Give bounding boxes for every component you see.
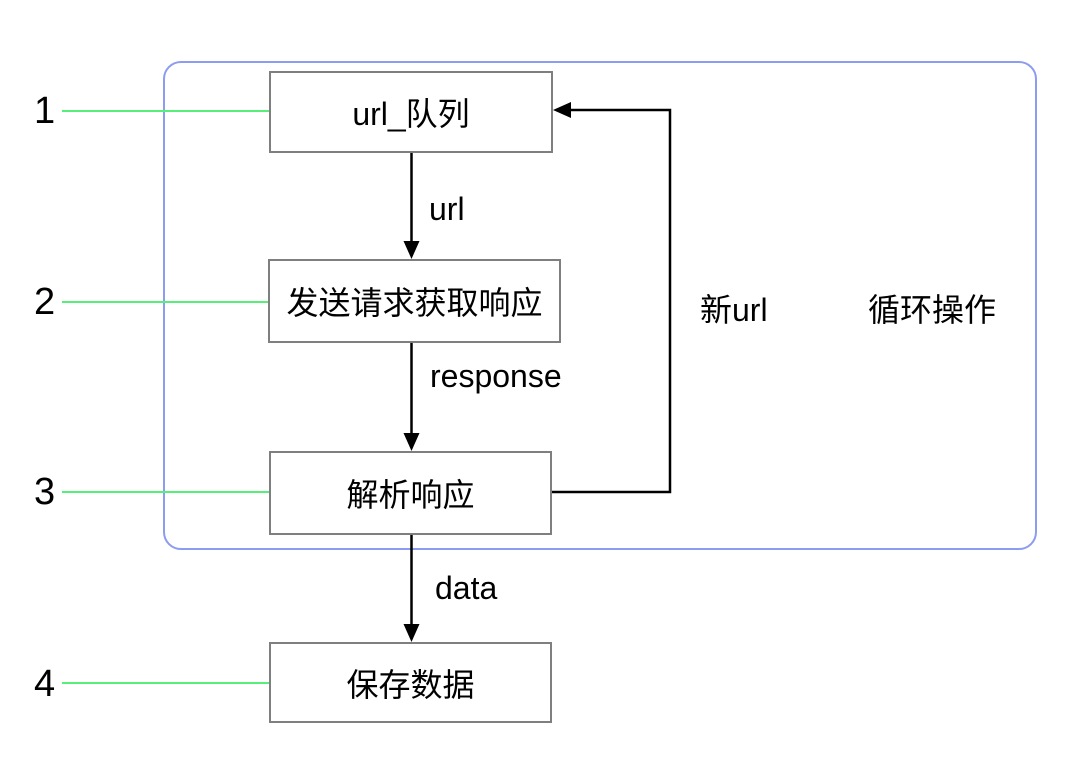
arrow-url-head bbox=[403, 241, 420, 259]
step-leader-line-4 bbox=[62, 682, 269, 684]
arrow-data-head bbox=[403, 624, 420, 642]
step-number-2: 2 bbox=[34, 281, 56, 323]
loop-arrow-line bbox=[552, 108, 672, 494]
loop-boundary-box bbox=[163, 61, 1037, 550]
edge-label-url: url bbox=[429, 191, 465, 227]
arrow-response-head bbox=[403, 433, 420, 451]
step-number-3: 3 bbox=[34, 471, 56, 513]
edge-label-new-url: 新url bbox=[700, 292, 768, 328]
flow-node-parse-response: 解析响应 bbox=[269, 451, 552, 535]
step-number-4: 4 bbox=[34, 663, 56, 705]
loop-arrow-head bbox=[553, 102, 571, 118]
step-leader-line-1 bbox=[62, 110, 269, 112]
edge-label-loop-note: 循环操作 bbox=[868, 292, 997, 328]
step-leader-line-3 bbox=[62, 491, 269, 493]
flow-node-save-data: 保存数据 bbox=[269, 642, 552, 723]
edge-label-data: data bbox=[435, 570, 498, 606]
edge-label-response: response bbox=[430, 358, 562, 394]
flow-node-url-queue: url_队列 bbox=[269, 71, 553, 153]
step-leader-line-2 bbox=[62, 301, 268, 303]
flow-node-send-request: 发送请求获取响应 bbox=[268, 259, 561, 343]
step-number-1: 1 bbox=[34, 90, 56, 132]
